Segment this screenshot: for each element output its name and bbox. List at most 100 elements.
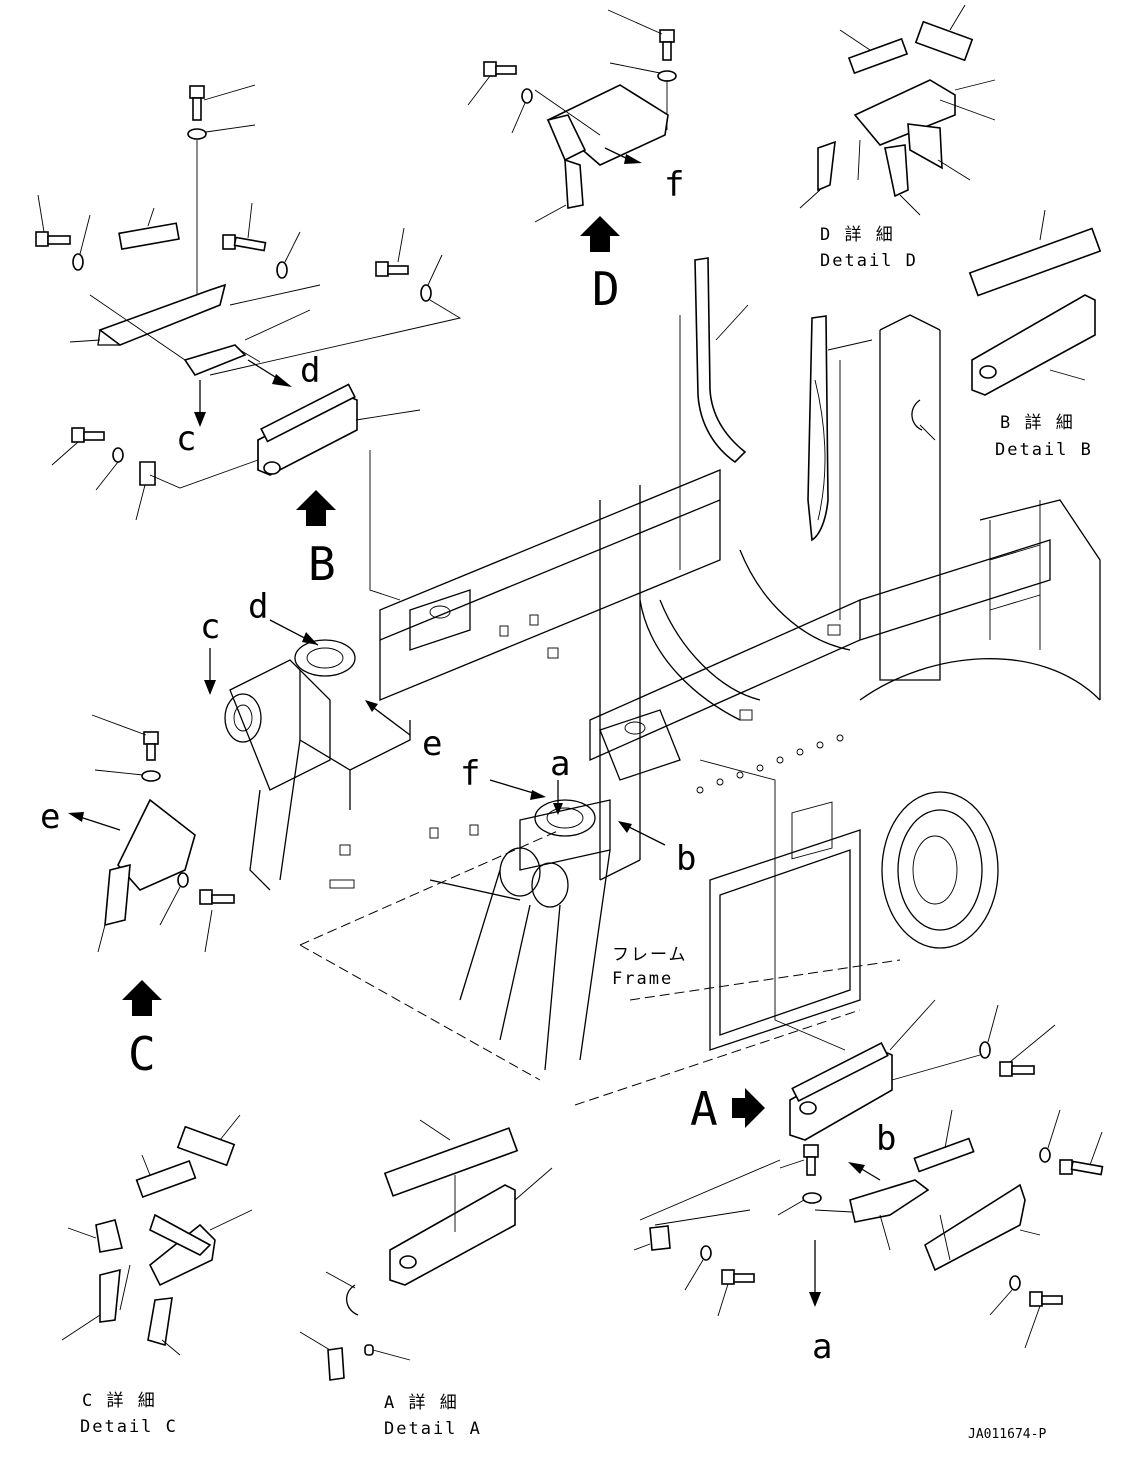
assembly-cd: d c: [35, 84, 462, 459]
detail-d-jp: D 詳 細: [820, 225, 895, 245]
view-marker-d: D: [580, 216, 620, 316]
callout-c-main: c: [200, 607, 220, 647]
bracket-plate: [183, 344, 247, 376]
assembly-a-view: [789, 999, 1056, 1141]
detail-a-en: Detail A: [384, 1419, 482, 1439]
rubber-strip: [383, 1127, 519, 1197]
pad-block: [95, 1219, 123, 1253]
bracket-plate: [849, 1179, 930, 1223]
clip-icon: [979, 365, 997, 379]
view-marker-a: A: [690, 1082, 765, 1136]
clip-icon: [263, 461, 281, 475]
bolt-icon: [607, 9, 675, 61]
washer-icon: [112, 447, 124, 463]
callout-f-main: f: [460, 754, 480, 794]
callout-d-main: d: [248, 587, 268, 627]
detail-b-jp: B 詳 細: [1000, 413, 1075, 433]
callout-e-main: e: [422, 724, 442, 764]
view-label-b: B: [308, 537, 336, 591]
plate-icon: [139, 461, 156, 486]
detail-a: A 詳 細 Detail A: [299, 1119, 553, 1439]
view-label-d: D: [592, 262, 620, 316]
washer-icon: [802, 1192, 822, 1204]
long-seal-strip: [807, 315, 829, 542]
plate-icon: [649, 1225, 671, 1251]
washer-icon: [141, 770, 161, 782]
wedge-pad: [104, 863, 131, 927]
rubber-strip: [260, 383, 356, 443]
detail-d: D 詳 細 Detail D: [799, 4, 996, 271]
bolt-icon: [999, 1024, 1056, 1077]
snap-ring-icon: [346, 1284, 359, 1316]
wedge-pad: [884, 144, 909, 198]
washer-icon: [177, 872, 189, 888]
detail-b: B 詳 細 Detail B: [911, 209, 1102, 460]
detail-b-en: Detail B: [995, 440, 1093, 460]
wedge-pad: [147, 1297, 173, 1347]
bolt-icon: [1059, 1131, 1104, 1176]
washer-icon: [521, 88, 533, 104]
corner-bracket: [117, 798, 196, 891]
bolt-icon: [189, 84, 256, 121]
callout-a-detail: a: [812, 1327, 832, 1367]
rubber-block: [135, 1159, 197, 1199]
rubber-strip: [913, 1137, 975, 1173]
drawing-code: JA011674-P: [968, 1427, 1046, 1442]
plate-icon: [327, 1347, 345, 1381]
callout-e-detail: e: [40, 797, 60, 837]
callout-a-main: a: [550, 744, 570, 784]
wedge-pad: [817, 140, 836, 192]
washer-icon: [657, 70, 677, 82]
snap-ring-icon: [911, 399, 923, 431]
callout-c-detail: c: [176, 419, 196, 459]
washer-icon: [1009, 1275, 1021, 1291]
washer-icon: [700, 1245, 712, 1261]
washer-icon: [979, 1041, 991, 1059]
guard-cover: [98, 283, 227, 346]
pad-strip: [564, 158, 584, 209]
washer-icon: [276, 261, 288, 279]
detail-a-jp: A 詳 細: [384, 1393, 459, 1413]
bolt-icon: [717, 1269, 755, 1317]
view-label-a: A: [690, 1082, 718, 1136]
assembly-f: f: [467, 9, 684, 223]
pad-block: [907, 123, 943, 170]
bolt-icon: [222, 202, 267, 252]
bolt-icon: [779, 1144, 819, 1176]
clip-icon: [399, 1255, 417, 1269]
wheel-hub-icon: [881, 791, 999, 949]
assembly-b-main: [51, 383, 421, 521]
washer-icon: [420, 284, 432, 302]
bolt-icon: [91, 714, 159, 761]
frame-label-en: Frame: [612, 969, 673, 989]
clip-icon: [799, 1101, 817, 1115]
callout-d-detail: d: [300, 351, 320, 391]
callout-f-detail: f: [664, 165, 684, 205]
rail-bracket: [971, 294, 1096, 396]
view-label-c: C: [128, 1027, 156, 1081]
rubber-strip: [118, 222, 180, 251]
long-strips: [694, 257, 873, 542]
bolt-icon: [199, 889, 235, 953]
bolt-icon: [35, 194, 71, 247]
rubber-block: [847, 37, 909, 75]
callout-b-main: b: [676, 839, 696, 879]
rubber-block: [914, 20, 974, 62]
washer-icon: [1039, 1147, 1051, 1163]
bolt-icon: [375, 227, 409, 277]
washer-icon: [187, 128, 207, 140]
wedge-pad: [99, 1268, 121, 1323]
view-marker-c: C: [122, 980, 162, 1081]
rail-bracket: [389, 1184, 516, 1286]
assembly-ab: b a: [633, 1109, 1104, 1367]
detail-c: C 詳 細 Detail C: [61, 1114, 253, 1437]
bracket-plate: [149, 1213, 212, 1256]
main-callouts: d c e f a b: [200, 587, 696, 879]
detail-c-en: Detail C: [80, 1417, 178, 1437]
frame-assembly: [224, 314, 1101, 1106]
detail-d-en: Detail D: [820, 251, 918, 271]
rubber-block: [176, 1125, 236, 1167]
callout-b-detail: b: [876, 1119, 896, 1159]
pad-block: [546, 114, 587, 162]
